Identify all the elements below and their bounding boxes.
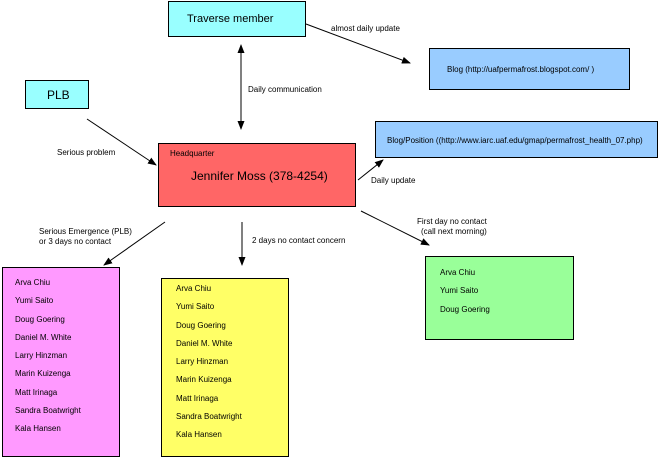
yellow-contact-list: Arva Chiu Yumi Saito Doug Goering Daniel… (161, 278, 289, 457)
edge-label-daily-update: Daily update (371, 176, 416, 185)
list-item: Yumi Saito (440, 286, 479, 296)
blog-position-box: Blog/Position ((http://www.iarc.uaf.edu/… (375, 121, 658, 158)
list-item: Daniel M. White (176, 338, 233, 348)
edge-label-first-day-line1: First day no contact (417, 217, 487, 226)
list-item: Marin Kuizenga (176, 375, 232, 385)
list-item: Arva Chiu (15, 278, 51, 287)
plb-box: PLB (25, 80, 89, 109)
headquarter-box: Headquarter Jennifer Moss (378-4254) (158, 143, 356, 207)
list-item: Arva Chiu (440, 268, 476, 277)
traverse-member-label: Traverse member (187, 13, 274, 25)
edge-label-almost-daily-update: almost daily update (331, 24, 400, 33)
edge-label-first-day-line2: (call next morning) (421, 227, 487, 236)
list-item: Larry Hinzman (15, 351, 68, 361)
list-item: Sandra Boatwright (176, 412, 242, 422)
arrow-traverse-to-blog (305, 23, 411, 64)
blog-position-label: Blog/Position ((http://www.iarc.uaf.edu/… (387, 136, 643, 145)
list-item: Larry Hinzman (176, 357, 229, 367)
pink-contact-list: Arva Chiu Yumi Saito Doug Goering Daniel… (2, 267, 120, 457)
green-contact-list: Arva Chiu Yumi Saito Doug Goering (425, 256, 574, 340)
list-item: Sandra Boatwright (15, 406, 81, 416)
arrow-hq-to-blog-position (357, 159, 384, 181)
list-item: Marin Kuizenga (15, 369, 71, 379)
list-item: Doug Goering (15, 314, 65, 324)
headquarter-title: Headquarter (170, 149, 215, 158)
arrow-hq-to-pink-list (103, 221, 166, 266)
edge-label-emergency-line1: Serious Emergence (PLB) (39, 227, 132, 236)
list-item: Matt Irinaga (15, 387, 58, 397)
list-item: Matt Irinaga (176, 393, 219, 403)
headquarter-contact: Jennifer Moss (378-4254) (191, 169, 328, 183)
traverse-member-box: Traverse member (168, 1, 306, 37)
list-item: Doug Goering (176, 320, 226, 330)
list-item: Daniel M. White (15, 332, 72, 342)
list-item: Kala Hansen (176, 430, 222, 440)
edge-label-emergency-line2: or 3 days no contact (39, 237, 112, 246)
plb-label: PLB (47, 88, 70, 102)
edge-label-serious-problem: Serious problem (57, 148, 116, 157)
blog-box: Blog (http://uafpermafrost.blogspot.com/… (429, 48, 630, 90)
list-item: Arva Chiu (176, 284, 212, 293)
blog-label: Blog (http://uafpermafrost.blogspot.com/… (447, 65, 595, 74)
arrow-hq-to-green-list (360, 210, 430, 246)
edge-label-two-days-no-contact: 2 days no contact concern (252, 236, 346, 245)
arrow-plb-to-hq (86, 118, 157, 166)
list-item: Yumi Saito (176, 302, 215, 312)
list-item: Doug Goering (440, 304, 490, 314)
list-item: Yumi Saito (15, 296, 54, 306)
list-item: Kala Hansen (15, 424, 61, 434)
edge-label-daily-communication: Daily communication (248, 85, 322, 94)
